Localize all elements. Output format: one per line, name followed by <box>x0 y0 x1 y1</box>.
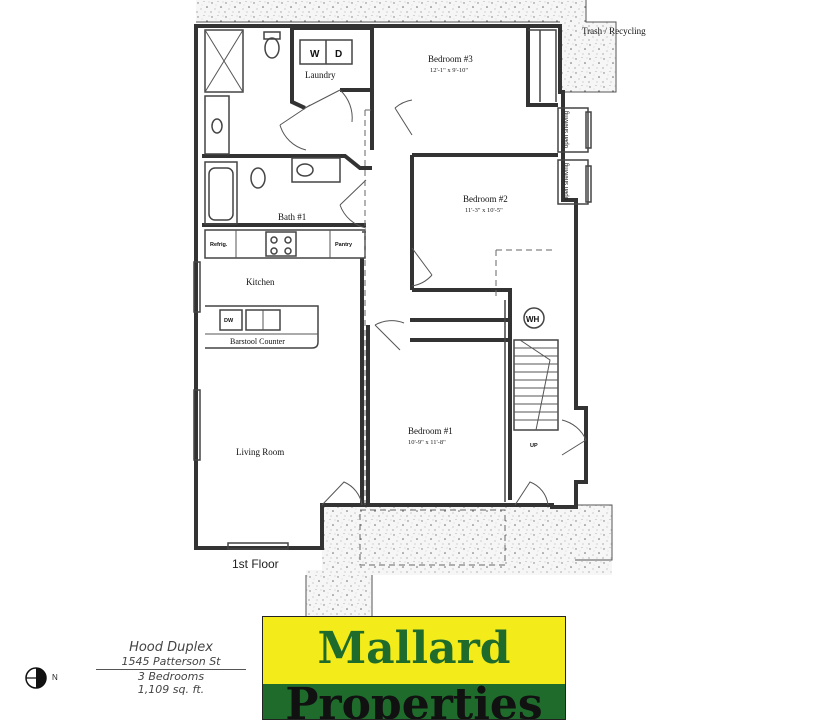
bath-wall <box>202 154 372 227</box>
logo-bottom-band <box>263 684 565 719</box>
dryer-label: D <box>335 49 342 60</box>
bedroom1-dims: 10'-9" x 11'-8" <box>408 439 446 446</box>
logo-top-band <box>263 617 565 684</box>
logo-line2: Properties <box>285 679 543 720</box>
tub <box>204 161 238 225</box>
open-shelving-label-1: open shelving <box>564 111 570 148</box>
property-address: 1545 Patterson St <box>96 655 246 670</box>
bedroom1-name: Bedroom #1 <box>408 426 453 436</box>
water-heater-label: WH <box>526 315 540 324</box>
open-shelving-1 <box>557 107 589 153</box>
trash-pad <box>560 22 616 92</box>
bedroom2-wall <box>410 155 512 300</box>
front-door <box>321 481 363 506</box>
living-name: Living Room <box>236 447 284 457</box>
bedroom2-name: Bedroom #2 <box>463 194 508 204</box>
stairs-up-label: UP <box>530 443 538 449</box>
front-porch <box>322 505 612 575</box>
stair-wall <box>410 300 512 500</box>
logo-line1: Mallard <box>317 623 511 674</box>
bedroom1-door <box>374 320 405 351</box>
pantry-label: Pantry <box>335 242 353 248</box>
floor-label: 1st Floor <box>232 557 279 571</box>
company-logo: Mallard Properties <box>262 616 566 720</box>
bath-door <box>279 104 311 151</box>
bedroom3-name: Bedroom #3 <box>428 54 473 64</box>
open-shelving-2 <box>557 159 589 205</box>
hall-door <box>339 179 367 229</box>
bedroom2-dims: 11'-3" x 10'-5" <box>465 207 503 214</box>
stairs <box>513 339 559 431</box>
water-heater <box>523 307 545 329</box>
laundry-wall <box>290 26 374 150</box>
range <box>265 231 297 257</box>
bedroom2-door <box>411 247 433 287</box>
property-bedrooms: 3 Bedrooms <box>137 670 205 683</box>
property-title: Hood Duplex <box>129 640 213 655</box>
front-walk <box>306 570 372 616</box>
vanity-upper <box>204 95 230 155</box>
side-door <box>514 481 549 506</box>
washer-label: W <box>310 49 320 60</box>
trash-label: Trash / Recycling <box>582 26 646 36</box>
property-area: 1,109 sq. ft. <box>137 683 205 696</box>
vanity-lower <box>291 157 341 183</box>
toilet-lower <box>250 167 266 189</box>
north-label: N <box>52 673 58 682</box>
bedroom1-wall <box>360 258 370 505</box>
barstool-counter <box>205 305 319 349</box>
toilet-upper <box>264 37 280 59</box>
bedroom3-door <box>394 99 413 136</box>
shower <box>204 29 244 93</box>
north-arrow-icon <box>25 667 47 689</box>
top-patio <box>196 0 586 22</box>
laundry-door <box>304 89 353 123</box>
bath1-name: Bath #1 <box>278 212 306 222</box>
kitchen-name: Kitchen <box>246 277 275 287</box>
open-shelving-label-2: open shelving <box>564 163 570 200</box>
bedroom3-dims: 12'-1" x 9'-10" <box>430 67 468 74</box>
refrig-label: Refrig. <box>210 242 228 248</box>
bedroom3-wall <box>370 28 558 157</box>
barstool-name: Barstool Counter <box>230 337 285 346</box>
laundry-name: Laundry <box>305 70 336 80</box>
trash-label-text: Trash / Recycling <box>582 26 646 36</box>
dishwasher-label: DW <box>224 318 234 324</box>
exterior-wall <box>194 24 588 550</box>
property-info: Hood Duplex 1545 Patterson St 3 Bedrooms… <box>96 640 246 696</box>
